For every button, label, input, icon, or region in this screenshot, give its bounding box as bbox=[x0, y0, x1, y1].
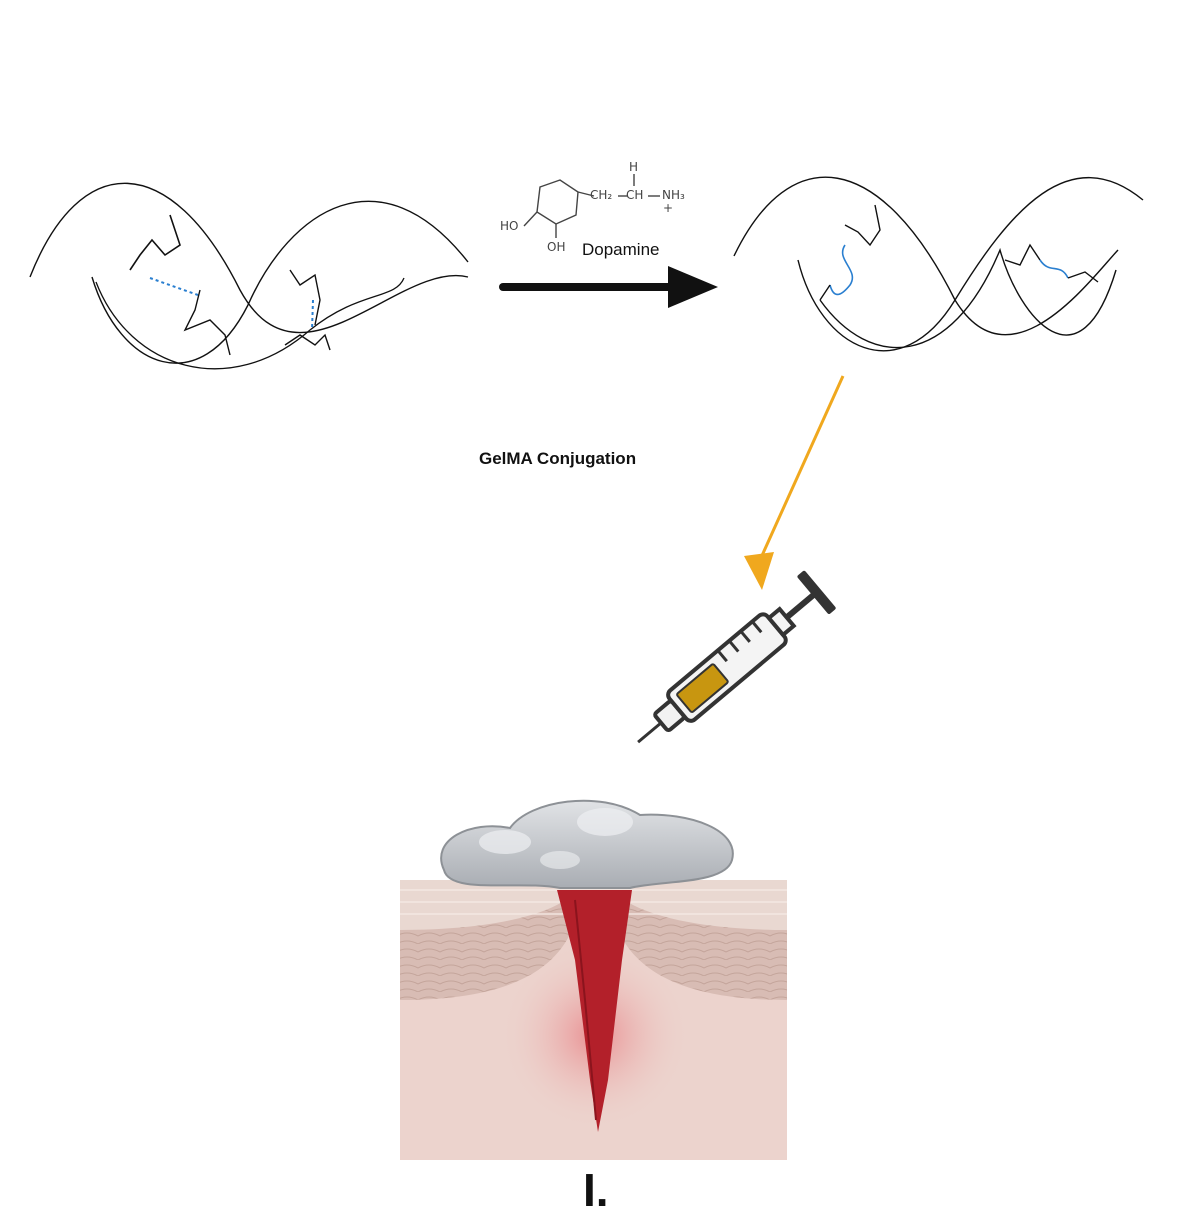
syringe-icon bbox=[637, 570, 836, 744]
wound-icon bbox=[400, 799, 787, 1160]
process-arrow bbox=[744, 375, 845, 590]
dopamine-ch2-label: CH₂ bbox=[590, 188, 613, 202]
panel-label: I. bbox=[583, 1164, 609, 1216]
process-label: GelMA Conjugation bbox=[479, 449, 637, 468]
gelma-network-icon bbox=[29, 182, 469, 370]
reaction-arrow bbox=[499, 266, 718, 308]
dopamine-h-label: H bbox=[629, 160, 639, 174]
dopamine-charge-label: + bbox=[663, 201, 674, 215]
dopamine-structure-icon bbox=[523, 174, 660, 238]
reagent-label: Dopamine bbox=[582, 240, 660, 259]
dopamine-ch-label: CH bbox=[626, 188, 644, 202]
conjugated-network-icon bbox=[733, 176, 1144, 352]
dopamine-ho-label: HO bbox=[500, 219, 519, 233]
dopamine-oh-label: OH bbox=[547, 240, 566, 254]
dopamine-nh3-label: NH₃ bbox=[662, 188, 685, 202]
